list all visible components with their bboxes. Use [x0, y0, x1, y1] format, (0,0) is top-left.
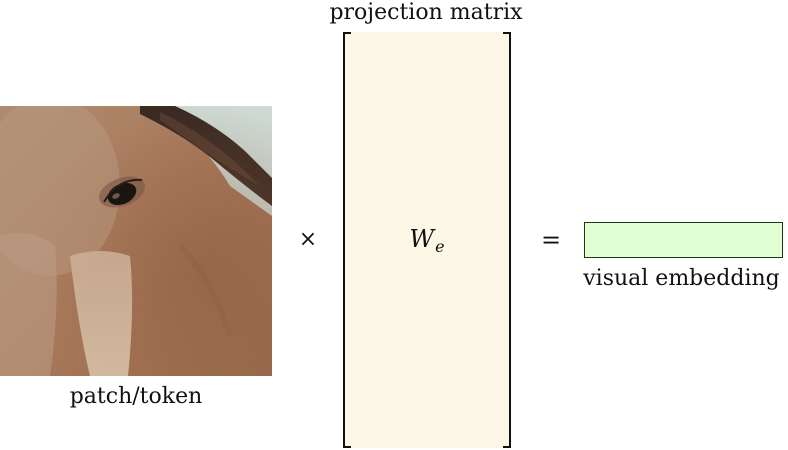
patch-label: patch/token	[69, 384, 203, 409]
equals-operator: =	[540, 226, 562, 254]
left-bracket	[343, 32, 351, 448]
embedding-vector	[584, 222, 783, 258]
projection-matrix	[343, 32, 511, 448]
embedding-label: visual embedding	[583, 266, 780, 291]
matrix-title: projection matrix	[329, 0, 523, 25]
matrix-symbol-main: W	[409, 225, 435, 253]
matrix-symbol: We	[343, 222, 511, 264]
matrix-symbol-subscript: e	[435, 237, 445, 256]
multiply-operator: ×	[298, 227, 318, 252]
right-bracket	[503, 32, 511, 448]
patch-image	[0, 106, 272, 376]
